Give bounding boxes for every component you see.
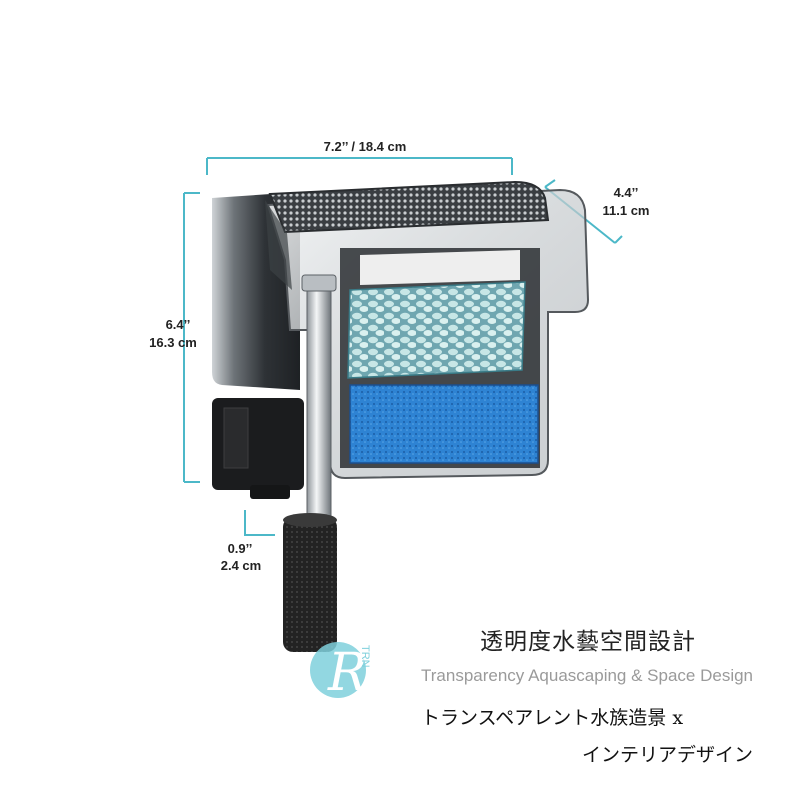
prefilter-sponge (283, 517, 337, 652)
intake-tube (306, 284, 332, 526)
intake-dimension-line (244, 510, 275, 536)
brand-japanese-line2: インテリアデザイン (582, 744, 754, 766)
width-dimension-line (206, 157, 513, 175)
filter-lid-grill (268, 180, 550, 234)
depth-label-cm: 11.1 cm (602, 203, 650, 218)
brand-logo: R TRN (310, 642, 371, 703)
depth-label-inches: 4.4’’ (613, 185, 639, 200)
brand-japanese-line1: トランスペアレント水族造景 x (421, 707, 684, 729)
brand-chinese-title: 透明度水藝空間設計 (480, 629, 696, 655)
height-dimension-line (183, 192, 200, 483)
logo-letter: R (327, 643, 367, 703)
brand-english-title: Transparency Aquascaping & Space Design (421, 666, 754, 685)
logo-side-text: TRN (359, 645, 371, 668)
height-label-cm: 16.3 cm (149, 335, 197, 350)
intake-label-inches: 0.9’’ (227, 541, 253, 556)
width-label: 7.2’’ / 18.4 cm (323, 139, 407, 154)
intake-label-cm: 2.4 cm (220, 558, 262, 573)
height-label-inches: 6.4’’ (165, 317, 191, 332)
ceramic-media-bag (347, 281, 526, 379)
blue-sponge (350, 385, 538, 463)
